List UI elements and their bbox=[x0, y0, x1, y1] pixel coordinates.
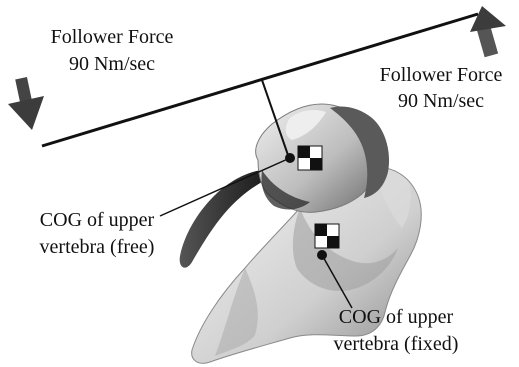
cog-free-dot bbox=[285, 153, 295, 163]
cog-free-label-line1: COG of upper bbox=[40, 209, 155, 231]
cog-fixed-label-line2: vertebra (fixed) bbox=[334, 333, 459, 355]
force-left-label-line1: Follower Force bbox=[51, 26, 174, 48]
cog-marker-free bbox=[298, 146, 322, 170]
force-left-label-line2: 90 Nm/sec bbox=[69, 53, 155, 75]
force-right-label-line1: Follower Force bbox=[380, 64, 503, 86]
cog-fixed-dot bbox=[317, 250, 327, 260]
cog-free-label-line2: vertebra (free) bbox=[40, 236, 155, 258]
left-force-arrow bbox=[8, 77, 44, 130]
inferior-process bbox=[180, 170, 262, 268]
cog-fixed-label-line1: COG of upper bbox=[339, 306, 454, 328]
force-right-label-line2: 90 Nm/sec bbox=[398, 90, 484, 112]
cog-marker-fixed bbox=[315, 224, 339, 248]
